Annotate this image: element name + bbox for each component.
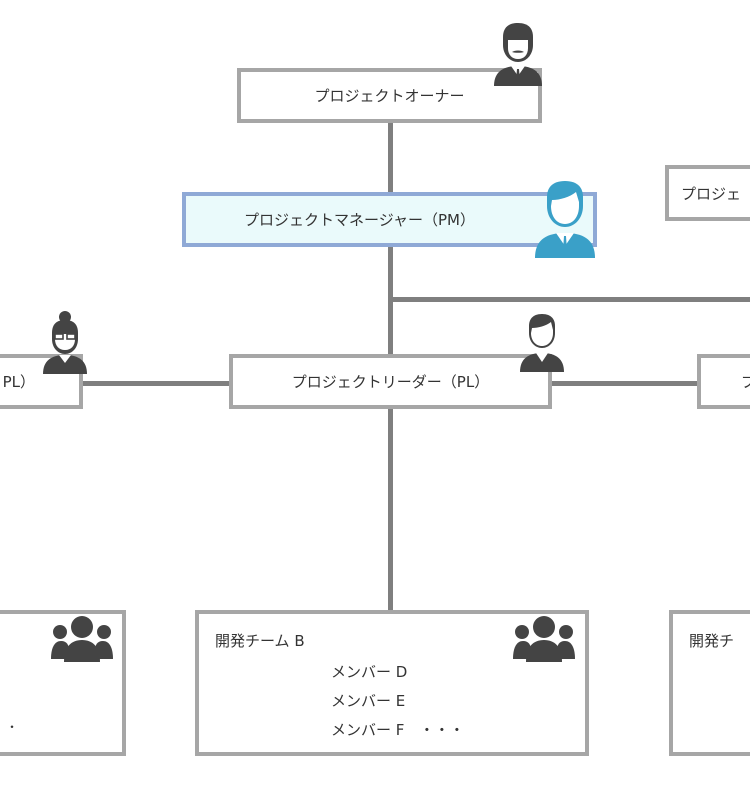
project-manager-box: プロジェクトマネージャー（PM） [182, 192, 597, 247]
team-b-title: 開発チーム B [215, 632, 305, 650]
connector-pl-right [549, 381, 699, 386]
member-item: メンバー E [331, 692, 406, 710]
person-man-mustache-icon [494, 23, 542, 86]
group-icon [51, 616, 113, 662]
project-owner-box: プロジェクトオーナー [237, 68, 542, 123]
person-man-blue-icon [535, 181, 595, 258]
team-b-box: 開発チーム B メンバー D メンバー E メンバー F ・・・ [195, 610, 589, 756]
team-right-partial-box: 開発チ [669, 610, 750, 756]
right-leader-box: プ [697, 354, 750, 409]
person-woman-glasses-icon [43, 311, 87, 374]
right-partial-label: プロジェ [681, 184, 742, 203]
project-owner-label: プロジェクトオーナー [314, 87, 465, 105]
member-item: メンバー F ・・・ [331, 721, 465, 739]
project-leader-label: プロジェクトリーダー（PL） [291, 373, 490, 391]
left-leader-box: PL） [0, 354, 83, 409]
right-leader-label: プ [741, 371, 750, 392]
connector-pl-left [80, 381, 232, 386]
connector-right-branch [390, 297, 750, 302]
team-left-ellipsis: ・ [6, 720, 19, 734]
project-leader-box: プロジェクトリーダー（PL） [229, 354, 552, 409]
team-right-title: 開発チ [689, 632, 735, 650]
project-manager-label: プロジェクトマネージャー（PM） [244, 211, 475, 229]
left-leader-label: PL） [2, 373, 35, 391]
person-man-icon [520, 314, 564, 372]
group-icon [513, 616, 575, 662]
right-partial-box: プロジェ [665, 165, 750, 221]
member-item: メンバー D [331, 663, 408, 681]
team-b-members: メンバー D メンバー E メンバー F ・・・ [331, 658, 464, 745]
